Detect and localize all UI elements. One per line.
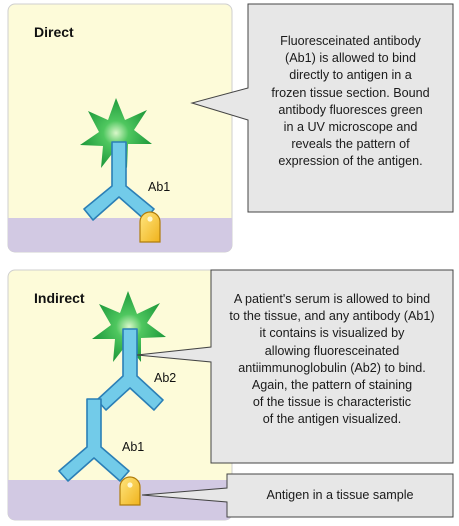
- direct-callout: [190, 3, 454, 213]
- indirect-antigen-highlight: [127, 482, 133, 488]
- direct-tissue-layer: [8, 218, 232, 252]
- direct-panel: Direct Ab1: [7, 3, 233, 253]
- indirect-fluorescence-glow: [92, 291, 166, 362]
- indirect-secondary-label: Ab2: [154, 371, 176, 385]
- indirect-title: Indirect: [34, 290, 85, 306]
- direct-description: Fluoresceinated antibody (Ab1) is allowe…: [271, 34, 430, 169]
- indirect-primary-antibody: [58, 398, 130, 482]
- direct-antibody: [83, 141, 155, 221]
- indirect-description: A patient's serum is allowed to bind to …: [229, 292, 435, 427]
- direct-antigen: [139, 211, 161, 243]
- antigen-callout: [141, 473, 454, 518]
- indirect-panel: Indirect Ab2 Ab1: [7, 269, 233, 521]
- direct-title: Direct: [34, 24, 74, 40]
- indirect-antigen: [119, 476, 141, 506]
- antigen-caption: Antigen in a tissue sample: [266, 488, 414, 502]
- indirect-primary-label: Ab1: [122, 440, 144, 454]
- direct-antigen-highlight: [147, 216, 153, 222]
- indirect-callout: [136, 269, 454, 464]
- indirect-secondary-antibody: [96, 328, 164, 411]
- direct-fluorescence-glow: [80, 98, 152, 168]
- direct-antibody-label: Ab1: [148, 180, 170, 194]
